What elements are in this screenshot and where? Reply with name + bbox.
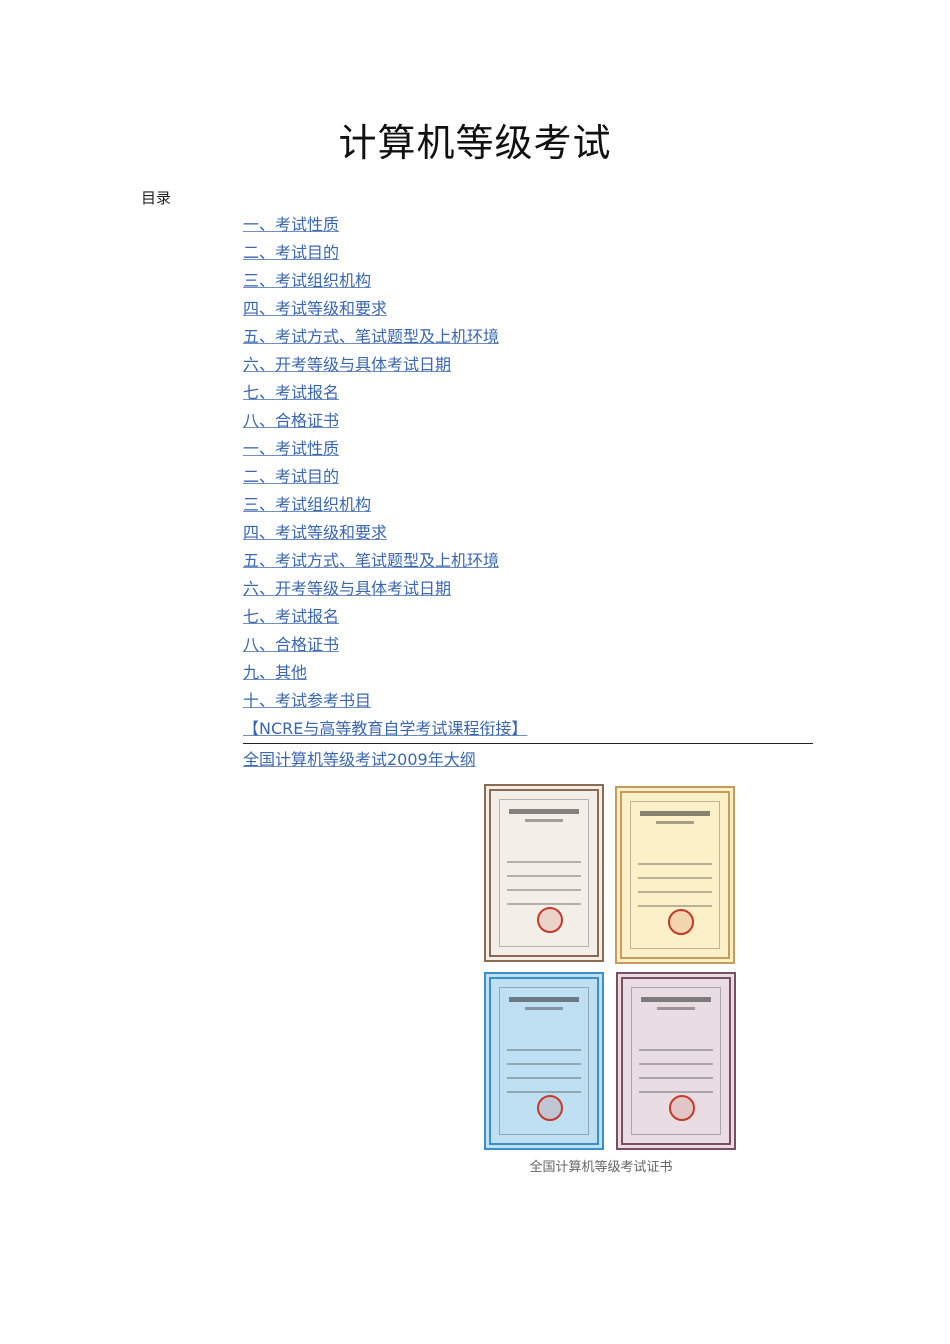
toc-link[interactable]: 【NCRE与高等教育自学考试课程衔接】 bbox=[243, 719, 528, 738]
toc-link[interactable]: 一、考试性质 bbox=[243, 439, 340, 458]
seal-icon bbox=[537, 1095, 563, 1121]
document-title: 计算机等级考试 bbox=[338, 121, 612, 165]
toc-item: 八、合格证书 bbox=[243, 632, 813, 660]
toc-link[interactable]: 八、合格证书 bbox=[243, 635, 340, 654]
toc-link[interactable]: 六、开考等级与具体考试日期 bbox=[243, 355, 452, 374]
certificate-image bbox=[616, 972, 736, 1150]
seal-icon bbox=[669, 1095, 695, 1121]
toc-item: 四、考试等级和要求 bbox=[243, 296, 813, 324]
certificate-image bbox=[615, 786, 735, 964]
toc-link[interactable]: 四、考试等级和要求 bbox=[243, 299, 388, 318]
toc-item: 六、开考等级与具体考试日期 bbox=[243, 576, 813, 604]
toc-label: 目录 bbox=[141, 189, 172, 207]
toc-link[interactable]: 五、考试方式、笔试题型及上机环境 bbox=[243, 327, 500, 346]
toc-item: 二、考试目的 bbox=[243, 240, 813, 268]
toc-item: 十、考试参考书目 bbox=[243, 688, 813, 716]
toc-link[interactable]: 八、合格证书 bbox=[243, 411, 340, 430]
toc-item: 七、考试报名 bbox=[243, 604, 813, 632]
toc-item: 一、考试性质 bbox=[243, 436, 813, 464]
toc-link[interactable]: 五、考试方式、笔试题型及上机环境 bbox=[243, 551, 500, 570]
toc-item: 三、考试组织机构 bbox=[243, 268, 813, 296]
toc-link[interactable]: 三、考试组织机构 bbox=[243, 271, 372, 290]
toc-link[interactable]: 全国计算机等级考试2009年大纲 bbox=[243, 750, 476, 769]
toc-item: 五、考试方式、笔试题型及上机环境 bbox=[243, 324, 813, 352]
toc-link[interactable]: 十、考试参考书目 bbox=[243, 691, 372, 710]
seal-icon bbox=[537, 907, 563, 933]
toc-link[interactable]: 二、考试目的 bbox=[243, 243, 340, 262]
toc-item: 六、开考等级与具体考试日期 bbox=[243, 352, 813, 380]
toc-item: 五、考试方式、笔试题型及上机环境 bbox=[243, 548, 813, 576]
toc-link[interactable]: 九、其他 bbox=[243, 663, 308, 682]
toc-item: 三、考试组织机构 bbox=[243, 492, 813, 520]
seal-icon bbox=[668, 909, 694, 935]
toc-item: 一、考试性质 bbox=[243, 212, 813, 240]
toc-link[interactable]: 二、考试目的 bbox=[243, 467, 340, 486]
toc-link[interactable]: 七、考试报名 bbox=[243, 607, 340, 626]
figure-caption: 全国计算机等级考试证书 bbox=[529, 1160, 673, 1175]
toc-link[interactable]: 六、开考等级与具体考试日期 bbox=[243, 579, 452, 598]
toc-link[interactable]: 七、考试报名 bbox=[243, 383, 340, 402]
toc-link[interactable]: 四、考试等级和要求 bbox=[243, 523, 388, 542]
toc-item: 四、考试等级和要求 bbox=[243, 520, 813, 548]
toc-item: 八、合格证书 bbox=[243, 408, 813, 436]
certificate-image bbox=[484, 972, 604, 1150]
toc-link[interactable]: 三、考试组织机构 bbox=[243, 495, 372, 514]
toc-item: 二、考试目的 bbox=[243, 464, 813, 492]
toc-item: 全国计算机等级考试2009年大纲 bbox=[243, 747, 813, 775]
toc-item: 【NCRE与高等教育自学考试课程衔接】 bbox=[243, 716, 813, 744]
toc-link[interactable]: 一、考试性质 bbox=[243, 215, 340, 234]
toc-item: 七、考试报名 bbox=[243, 380, 813, 408]
certificate-image bbox=[484, 784, 604, 962]
toc-item: 九、其他 bbox=[243, 660, 813, 688]
certificate-figure bbox=[480, 780, 746, 1154]
table-of-contents: 一、考试性质 二、考试目的 三、考试组织机构 四、考试等级和要求 五、考试方式、… bbox=[243, 212, 813, 775]
